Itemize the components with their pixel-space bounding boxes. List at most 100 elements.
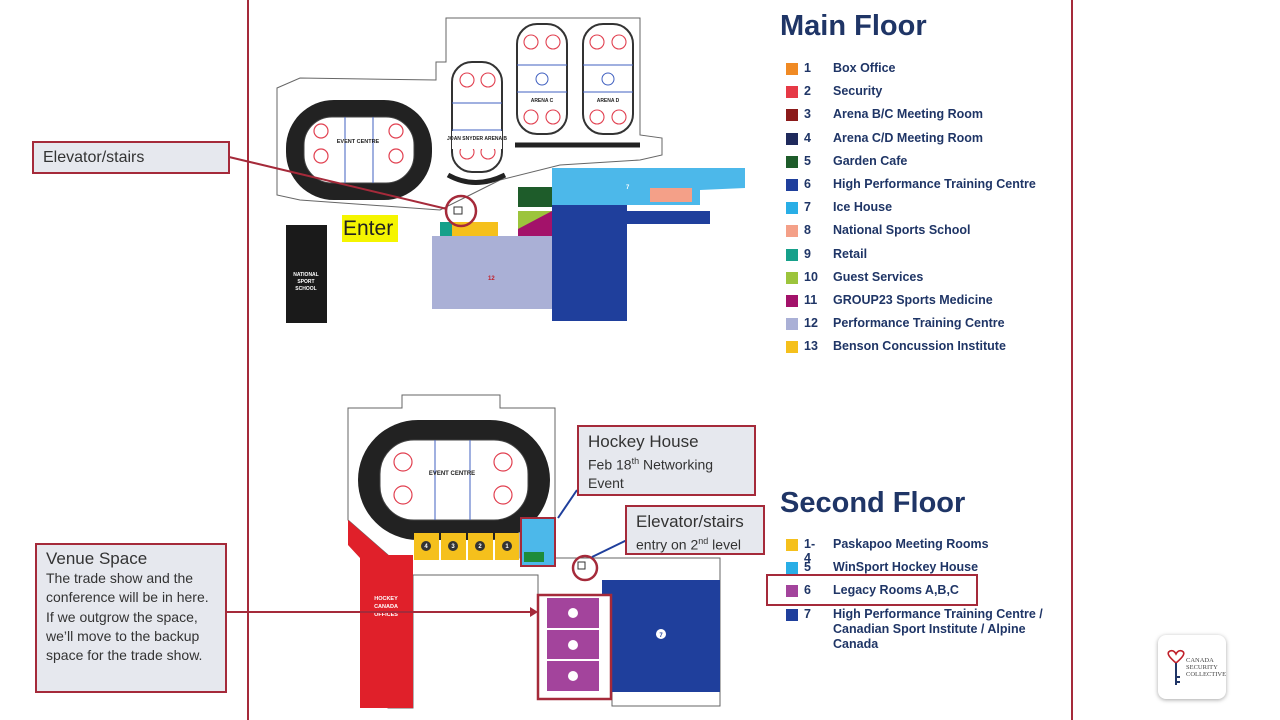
elevator-main-marker bbox=[444, 194, 478, 228]
elevator-second-line: entry on 2nd level bbox=[636, 536, 741, 553]
legend-swatch bbox=[786, 608, 798, 621]
canada-security-collective-logo: CANADA SECURITY COLLECTIVE bbox=[1158, 635, 1226, 699]
legend-swatch bbox=[786, 178, 798, 191]
main-event-centre-ice bbox=[303, 116, 415, 184]
legend-label: GROUP23 Sports Medicine bbox=[833, 292, 993, 307]
svg-text:4: 4 bbox=[424, 544, 428, 550]
legend-label: Box Office bbox=[833, 61, 896, 75]
legend-swatch bbox=[786, 271, 798, 284]
legend-swatch bbox=[786, 539, 798, 551]
zone-6-hptc bbox=[552, 205, 627, 321]
elevator-second-pointer bbox=[591, 539, 628, 558]
legend-number: 4 bbox=[804, 130, 811, 145]
main-floor-title: Main Floor bbox=[780, 10, 927, 42]
legend-number: 5 bbox=[804, 560, 811, 575]
legend-number: 10 bbox=[804, 269, 818, 284]
legend-number: 1-4 bbox=[804, 537, 816, 565]
legend-label: High Performance Training Centre / Canad… bbox=[833, 606, 1043, 651]
paskapoo-rooms: 4 3 2 1 bbox=[414, 533, 519, 560]
legend-number: 1 bbox=[804, 61, 811, 75]
arena-c-label: ARENA C bbox=[531, 98, 554, 104]
legend-label: Ice House bbox=[833, 200, 893, 215]
arena-d-label: ARENA D bbox=[597, 98, 620, 104]
svg-text:NATIONAL: NATIONAL bbox=[293, 272, 318, 278]
callout-elevator-main-text: Elevator/stairs bbox=[43, 149, 145, 166]
legend-label: Legacy Rooms A,B,C bbox=[833, 583, 959, 598]
legend-label: Performance Training Centre bbox=[833, 316, 1005, 331]
svg-text:SPORT: SPORT bbox=[297, 279, 314, 285]
arena-c-ice bbox=[516, 23, 568, 135]
legend-number: 11 bbox=[804, 292, 818, 307]
svg-text:SCHOOL: SCHOOL bbox=[295, 286, 316, 292]
svg-text:CANADA: CANADA bbox=[374, 604, 398, 610]
legend-swatch bbox=[786, 318, 798, 331]
legend-number: 6 bbox=[804, 176, 811, 191]
legend-number: 3 bbox=[804, 107, 811, 122]
legend-swatch bbox=[786, 341, 798, 354]
legend-swatch bbox=[786, 86, 798, 99]
callout-hockey-house: Hockey House Feb 18th Networking Event bbox=[577, 425, 756, 496]
legend-number: 8 bbox=[804, 223, 811, 238]
legend-number: 7 bbox=[804, 606, 811, 621]
main-event-centre-label: EVENT CENTRE bbox=[337, 139, 380, 145]
svg-text:7: 7 bbox=[659, 633, 663, 639]
hockey-house-title: Hockey House bbox=[588, 432, 699, 451]
legend-swatch bbox=[786, 248, 798, 261]
enter-label: Enter bbox=[342, 215, 398, 242]
arena-d-ice bbox=[582, 23, 634, 135]
legend-label: Benson Concussion Institute bbox=[833, 339, 1006, 354]
hockey-house-pointer bbox=[557, 489, 578, 519]
callout-elevator-main: Elevator/stairs bbox=[32, 141, 230, 174]
svg-text:3: 3 bbox=[451, 544, 455, 550]
second-event-centre-label: EVENT CENTRE bbox=[429, 471, 475, 477]
legend-number: 12 bbox=[804, 316, 818, 331]
svg-text:2: 2 bbox=[478, 544, 482, 550]
venue-body: The trade show and the conference will b… bbox=[46, 570, 209, 664]
legend-swatch bbox=[786, 562, 798, 575]
hockey-canada-offices bbox=[348, 520, 413, 708]
main-event-centre-circles bbox=[313, 123, 404, 164]
legend-number: 5 bbox=[804, 153, 811, 168]
elevator-second-title: Elevator/stairs bbox=[636, 512, 744, 531]
second-floor-title: Second Floor bbox=[780, 487, 966, 519]
legend-swatch bbox=[786, 294, 798, 307]
zone-5-garden-cafe bbox=[518, 187, 552, 207]
legend-label: Paskapoo Meeting Rooms bbox=[833, 537, 989, 551]
venue-title: Venue Space bbox=[46, 549, 148, 568]
legend-label: National Sports School bbox=[833, 223, 971, 238]
arena-b-label: JOAN SNYDER ARENA B bbox=[447, 136, 507, 142]
elevator-main-pointer bbox=[228, 156, 448, 210]
legend-number: 13 bbox=[804, 339, 818, 354]
legend-label: Security bbox=[833, 84, 883, 99]
second-event-centre-ice bbox=[379, 439, 529, 521]
legacy-rooms-highlight bbox=[766, 574, 978, 606]
zone-7-ice-house bbox=[552, 168, 745, 205]
svg-text:12: 12 bbox=[488, 276, 495, 282]
legend-swatch bbox=[786, 132, 798, 145]
legend-label: Guest Services bbox=[833, 269, 924, 284]
legend-number: 6 bbox=[804, 583, 811, 598]
zone-9-retail bbox=[440, 222, 452, 236]
legend-number: 2 bbox=[804, 84, 811, 99]
legend-label: WinSport Hockey House bbox=[833, 560, 979, 575]
national-sport-school bbox=[286, 225, 327, 323]
legend-swatch bbox=[786, 155, 798, 168]
legend-label: High Performance Training Centre bbox=[833, 176, 1036, 191]
svg-text:1: 1 bbox=[505, 544, 509, 550]
legend-label: Arena C/D Meeting Room bbox=[833, 130, 984, 145]
legend-swatch bbox=[786, 585, 798, 598]
zone-13-benson bbox=[452, 222, 498, 236]
logo-text: CANADA SECURITY COLLECTIVE bbox=[1186, 657, 1227, 678]
callout-venue-space: Venue Space The trade show and the confe… bbox=[35, 543, 227, 693]
zone-12-ptc bbox=[432, 236, 552, 309]
hockey-house-line1: Feb 18th Networking bbox=[588, 456, 714, 473]
legend-number: 7 bbox=[804, 200, 811, 215]
legend-swatch bbox=[786, 202, 798, 215]
legend-swatch bbox=[786, 63, 798, 75]
slide-frame bbox=[247, 0, 1073, 720]
hockey-house-line2: Event bbox=[588, 474, 624, 491]
callout-elevator-second: Elevator/stairs entry on 2nd level bbox=[625, 505, 765, 555]
legend-number: 9 bbox=[804, 246, 811, 261]
svg-text:HOCKEY: HOCKEY bbox=[374, 596, 398, 602]
